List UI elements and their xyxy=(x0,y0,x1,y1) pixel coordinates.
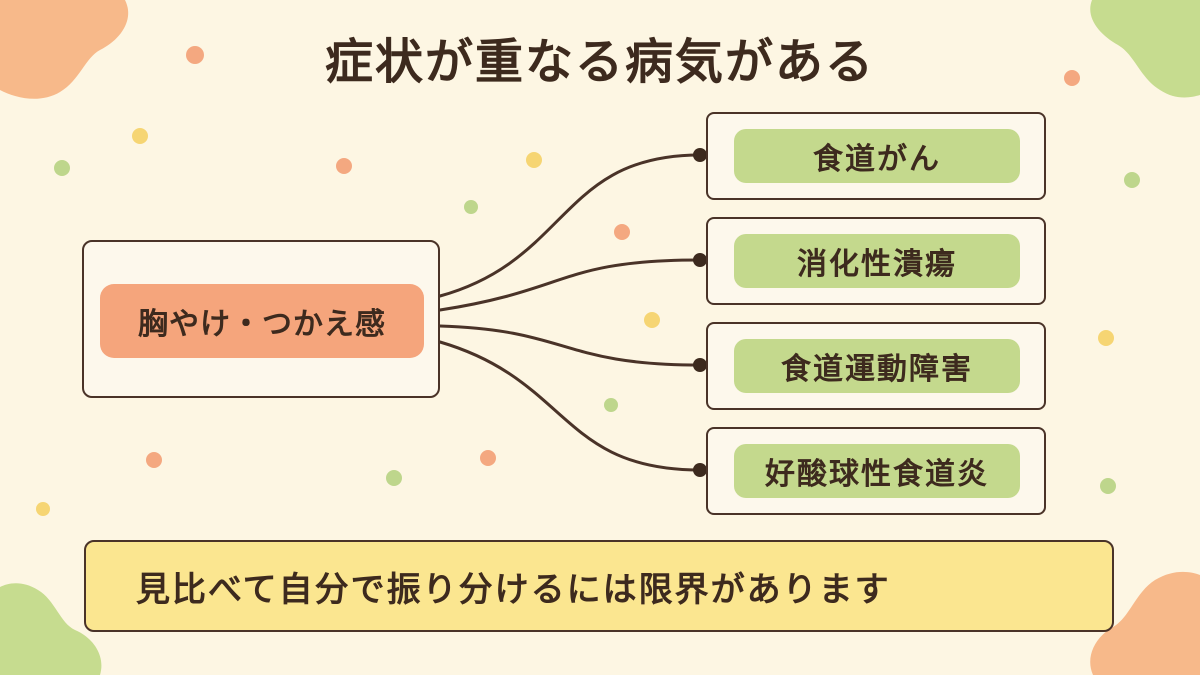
disease-label: 食道運動障害 xyxy=(734,339,1020,393)
decor-dot xyxy=(1064,70,1080,86)
decor-dot xyxy=(1100,478,1116,494)
connector-end-dot xyxy=(693,463,707,477)
note-text: 見比べて自分で振り分けるには限界があります xyxy=(136,569,891,610)
decor-dot xyxy=(1098,330,1114,346)
decor-dot xyxy=(386,470,402,486)
decor-dot xyxy=(464,200,478,214)
connector-end-dot xyxy=(693,358,707,372)
symptom-node: 胸やけ・つかえ感 xyxy=(82,240,440,398)
disease-node-3: 食道運動障害 xyxy=(706,322,1046,410)
disease-node-1: 食道がん xyxy=(706,112,1046,200)
connector-line-1 xyxy=(438,153,702,298)
decor-dot xyxy=(36,502,50,516)
disease-node-4: 好酸球性食道炎 xyxy=(706,427,1046,515)
decor-dot xyxy=(644,312,660,328)
corner-blob-top-left xyxy=(0,0,129,99)
decor-dot xyxy=(336,158,352,174)
decor-dot xyxy=(614,224,630,240)
corner-blob-top-right xyxy=(1090,0,1200,98)
disease-node-2: 消化性潰瘍 xyxy=(706,217,1046,305)
corner-blob-bottom-right xyxy=(1090,571,1200,675)
decor-dot xyxy=(54,160,70,176)
decor-dot xyxy=(1124,172,1140,188)
corner-blob-bottom-left xyxy=(0,583,102,675)
connector-end-dot xyxy=(693,253,707,267)
decor-dot xyxy=(146,452,162,468)
connector-line-4 xyxy=(438,340,702,472)
connector-line-3 xyxy=(438,324,702,367)
decor-dot xyxy=(186,46,204,64)
decor-dot xyxy=(132,128,148,144)
disease-label: 食道がん xyxy=(734,129,1020,183)
disease-label: 好酸球性食道炎 xyxy=(734,444,1020,498)
decor-dot xyxy=(480,450,496,466)
disease-label: 消化性潰瘍 xyxy=(734,234,1020,288)
symptom-label: 胸やけ・つかえ感 xyxy=(100,284,424,358)
page-title: 症状が重なる病気がある xyxy=(324,34,875,90)
connector-line-2 xyxy=(438,258,702,312)
decor-dot xyxy=(526,152,542,168)
note-banner: 見比べて自分で振り分けるには限界があります xyxy=(84,540,1114,632)
decor-dot xyxy=(604,398,618,412)
connector-end-dot xyxy=(693,148,707,162)
